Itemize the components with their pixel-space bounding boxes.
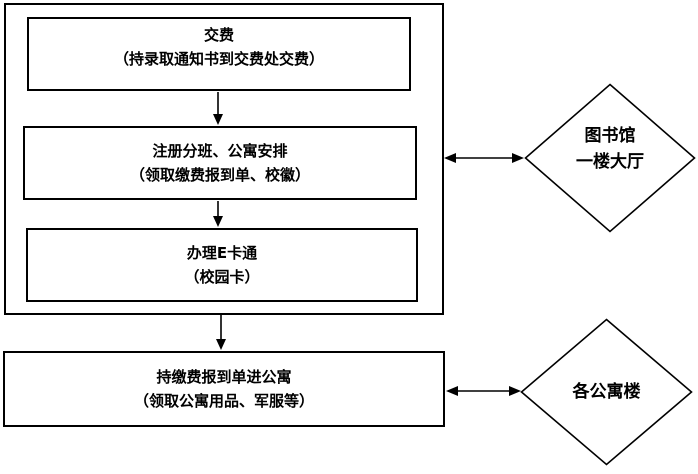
- node-library-line1: 图书馆: [584, 126, 636, 146]
- registration-group-box: [4, 3, 444, 315]
- node-enter-apartment: 持缴费报到单进公寓 （领取公寓用品、军服等）: [3, 351, 445, 427]
- node-library-line2: 一楼大厅: [576, 152, 644, 172]
- node-register-title: 注册分班、公寓安排: [152, 142, 288, 160]
- node-enter-apartment-title: 持缴费报到单进公寓: [156, 368, 292, 386]
- node-library-label: 图书馆 一楼大厅: [524, 74, 696, 224]
- node-apartment-buildings-line1: 各公寓楼: [572, 382, 641, 402]
- node-ecard-subtitle: （校园卡）: [184, 268, 260, 286]
- node-pay-fee-title: 交费: [203, 26, 234, 44]
- node-ecard: 办理E卡通 （校园卡）: [26, 228, 418, 302]
- node-register: 注册分班、公寓安排 （领取缴费报到单、校徽）: [23, 126, 417, 200]
- arrow-group-to-apartment: [216, 315, 226, 350]
- diamond-shape: [524, 83, 696, 233]
- node-register-subtitle: （领取缴费报到单、校徽）: [129, 166, 310, 184]
- node-apartment-buildings: 各公寓楼: [520, 318, 693, 466]
- node-apartment-buildings-label: 各公寓楼: [520, 318, 693, 466]
- arrow-apartment-buildings: [446, 386, 521, 396]
- diamond-shape: [520, 318, 693, 466]
- node-enter-apartment-subtitle: （领取公寓用品、军服等）: [133, 392, 314, 410]
- arrow-group-library: [444, 153, 524, 163]
- node-pay-fee: 交费 （持录取通知书到交费处交费）: [27, 17, 411, 91]
- node-pay-fee-subtitle: （持录取通知书到交费处交费）: [113, 50, 324, 68]
- node-ecard-title: 办理E卡通: [186, 244, 258, 262]
- node-library: 图书馆 一楼大厅: [524, 83, 696, 233]
